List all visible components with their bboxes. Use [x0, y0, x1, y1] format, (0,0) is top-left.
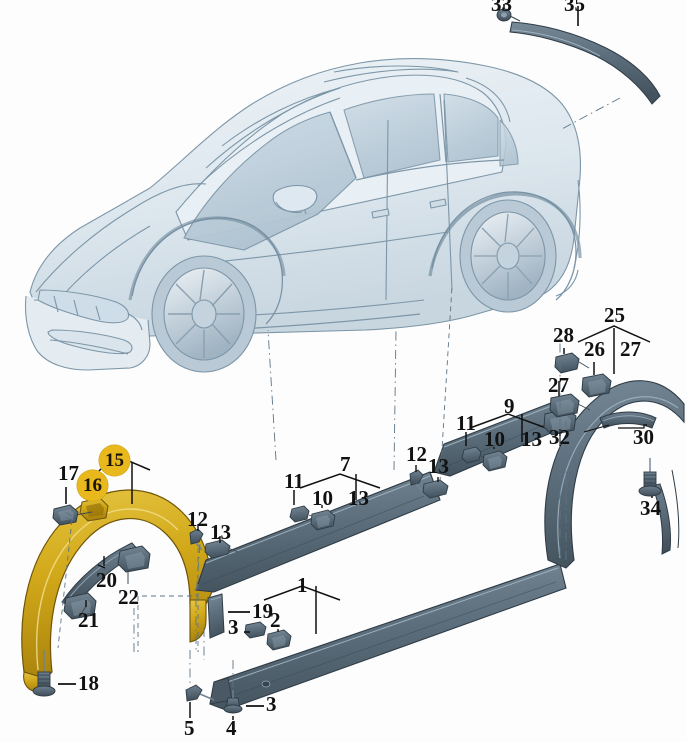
bracket-25 [577, 325, 651, 343]
part-roof-strip [496, 4, 661, 105]
label-13a: 13 [521, 427, 542, 451]
part-27-clip-b [549, 393, 591, 418]
part-25-wheel-arch [544, 380, 685, 569]
label-33-top: 33 [491, 0, 512, 16]
label-25: 25 [604, 303, 625, 327]
part-19-end-cap [207, 593, 225, 639]
assembly-guide-lines-dashed [57, 285, 453, 652]
label-11b: 11 [284, 469, 304, 493]
part-1-side-member-trim [209, 563, 567, 711]
part-26-clip [581, 373, 612, 398]
assembly-guide-line [559, 97, 621, 131]
callout-badge-15[interactable]: 15 [99, 445, 130, 476]
label-13c: 13 [348, 486, 369, 510]
label-10a: 10 [484, 427, 505, 451]
label-1: 1 [297, 573, 308, 597]
bracket-1 [263, 585, 341, 601]
label-27a: 27 [620, 337, 641, 361]
label-7: 7 [340, 452, 351, 476]
label-19: 19 [252, 599, 273, 623]
label-12a: 12 [406, 442, 427, 466]
part-34-screw [638, 458, 662, 497]
part-12-bolt-a [189, 528, 204, 551]
label-28: 28 [553, 323, 574, 347]
label-34: 34 [640, 496, 661, 520]
label-22: 22 [118, 585, 139, 609]
label-9: 9 [504, 394, 515, 418]
label-32: 32 [549, 425, 570, 449]
part-2-clip [266, 629, 292, 651]
rear-wheel [459, 199, 557, 313]
callout-badge-16[interactable]: 16 [77, 470, 108, 501]
label-4: 4 [226, 716, 237, 740]
part-28-clip [554, 352, 590, 374]
part-22-clip [117, 545, 151, 584]
label-13d: 13 [210, 520, 231, 544]
label-12b: 12 [187, 507, 208, 531]
label-27b: 27 [548, 373, 569, 397]
front-wheel [151, 255, 257, 373]
label-5: 5 [184, 716, 195, 740]
label-11a: 11 [456, 411, 476, 435]
part-13-clip-a [204, 539, 239, 559]
label-17: 17 [58, 461, 79, 485]
part-3-clip-a [244, 621, 267, 639]
part-21-clip [63, 592, 97, 620]
label-13b: 13 [428, 454, 449, 478]
label-30: 30 [633, 425, 654, 449]
part-10-clip-a [482, 450, 508, 472]
label-35-top: 35 [564, 0, 585, 16]
bracket-7 [299, 473, 381, 489]
label-3a: 3 [228, 615, 239, 639]
label-20: 20 [96, 568, 117, 592]
vehicle-illustration [24, 58, 582, 373]
part-10-clip-b [310, 509, 336, 531]
label-3b: 3 [266, 692, 277, 716]
label-2: 2 [270, 608, 281, 632]
part-30-strip [599, 411, 657, 429]
label-26: 26 [584, 337, 605, 361]
label-18: 18 [78, 671, 99, 695]
label-10b: 10 [312, 486, 333, 510]
part-18-screw [32, 650, 56, 697]
bracket-9 [469, 413, 547, 429]
label-21: 21 [78, 608, 99, 632]
part-4-grommet [223, 690, 243, 714]
